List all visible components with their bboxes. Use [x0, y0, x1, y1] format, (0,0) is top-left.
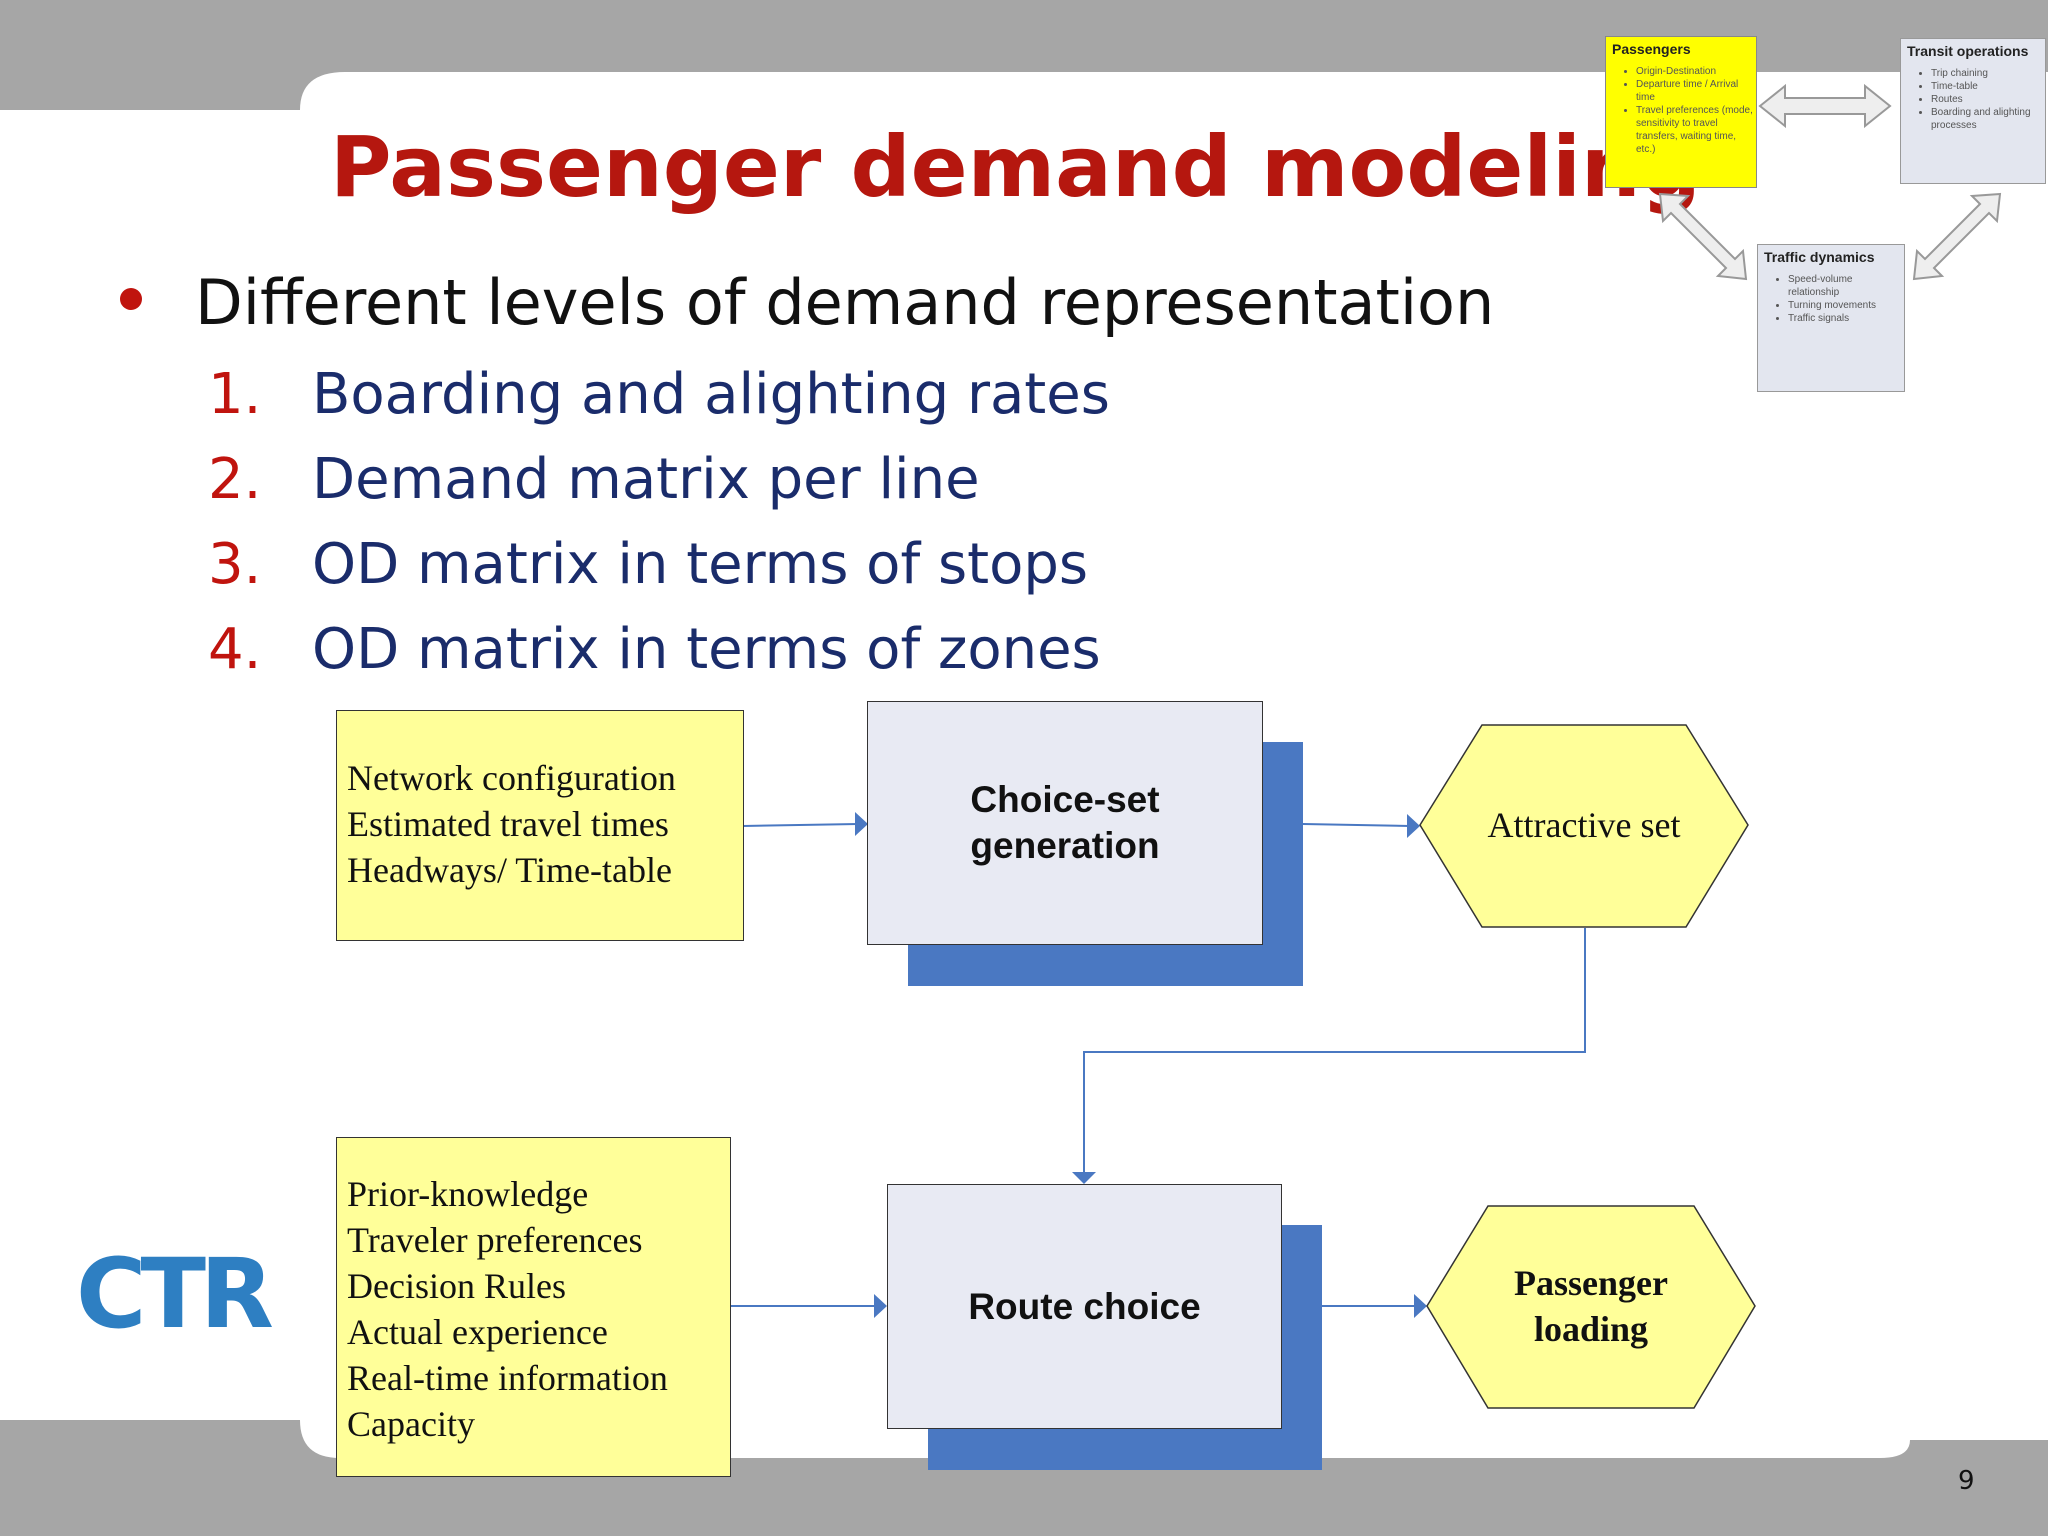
list-item: OD matrix in terms of stops — [312, 532, 1089, 597]
input-item: Headways/ Time-table — [347, 850, 672, 890]
input-item: Decision Rules — [347, 1266, 566, 1306]
thumbnail-item: Departure time / Arrival time — [1636, 78, 1756, 104]
thumbnail-box-title: Passengers — [1612, 41, 1691, 57]
input-item: Network configuration — [347, 758, 676, 798]
route-choice-inputs-box: Prior-knowledge Traveler preferences Dec… — [336, 1137, 731, 1477]
input-item: Traveler preferences — [347, 1220, 643, 1260]
slide-title: Passenger demand modeling — [330, 118, 1701, 216]
thumbnail-item: Turning movements — [1788, 299, 1904, 312]
thumbnail-item: Travel preferences (mode, sensitivity to… — [1636, 104, 1756, 156]
network-inputs-box: Network configuration Estimated travel t… — [336, 710, 744, 941]
thumbnail-item: Speed-volume relationship — [1788, 273, 1904, 299]
process-label: Route choice — [968, 1285, 1201, 1327]
list-number: 3. — [208, 532, 262, 597]
thumbnail-item: Boarding and alighting processes — [1931, 106, 2045, 132]
choice-set-generation-box: Choice-set generation — [867, 701, 1263, 945]
list-number: 1. — [208, 362, 262, 427]
page-number: 9 — [1958, 1466, 1975, 1496]
thumbnail-box-title: Transit operations — [1907, 43, 2029, 59]
thumbnail-item: Routes — [1931, 93, 2045, 106]
passenger-loading-label: Passenger loading — [1445, 1260, 1737, 1352]
input-item: Real-time information — [347, 1358, 668, 1398]
input-item: Estimated travel times — [347, 804, 669, 844]
thumbnail-arrows — [1658, 83, 2002, 281]
thumbnail-item: Time-table — [1931, 80, 2045, 93]
list-item: Boarding and alighting rates — [312, 362, 1110, 427]
attractive-set-hexagon — [1419, 724, 1749, 928]
process-label: Choice-set — [970, 779, 1160, 820]
process-label: generation — [970, 825, 1160, 866]
thumbnail-transit-box: Transit operations Trip chaining Time-ta… — [1900, 38, 2046, 184]
ctr-logo: CTR — [76, 1238, 274, 1350]
list-number: 4. — [208, 617, 262, 682]
input-item: Prior-knowledge — [347, 1174, 589, 1214]
list-number: 2. — [208, 447, 262, 512]
bullet-dot — [120, 288, 142, 310]
passenger-loading-hexagon — [1426, 1205, 1756, 1409]
thumbnail-item: Origin-Destination — [1636, 65, 1756, 78]
input-item: Capacity — [347, 1404, 475, 1444]
thumbnail-box-title: Traffic dynamics — [1764, 249, 1875, 265]
list-item: Demand matrix per line — [312, 447, 980, 512]
thumbnail-passengers-box: Passengers Origin-Destination Departure … — [1605, 36, 1757, 188]
input-item: Actual experience — [347, 1312, 608, 1352]
thumbnail-item: Traffic signals — [1788, 312, 1904, 325]
output-label-line: Passenger — [1514, 1263, 1668, 1303]
main-bullet: Different levels of demand representatio… — [195, 266, 1495, 339]
attractive-set-label: Attractive set — [1487, 805, 1681, 845]
list-item: OD matrix in terms of zones — [312, 617, 1101, 682]
thumbnail-item: Trip chaining — [1931, 67, 2045, 80]
route-choice-box: Route choice — [887, 1184, 1282, 1429]
output-label-line: loading — [1533, 1309, 1649, 1349]
thumbnail-traffic-box: Traffic dynamics Speed-volume relationsh… — [1757, 244, 1905, 392]
